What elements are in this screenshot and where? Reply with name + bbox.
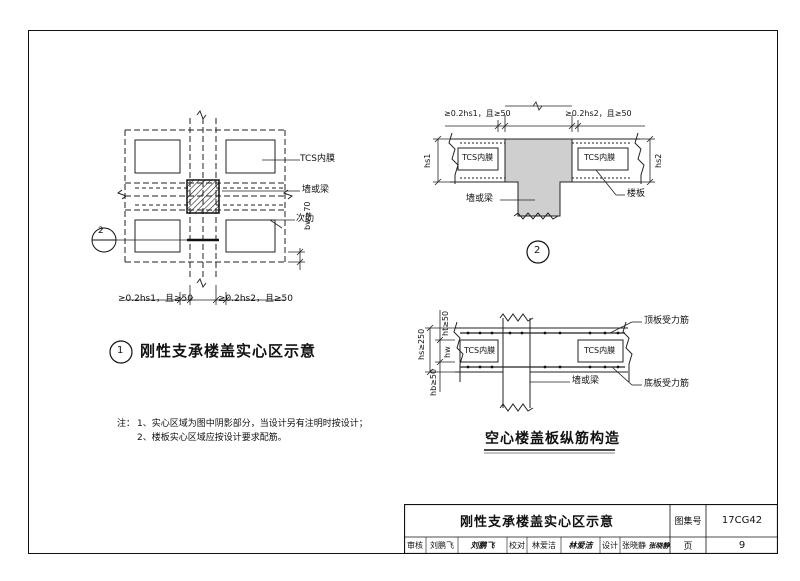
d1-title: 刚性支承楼盖实心区示意 [140,342,317,360]
tb-design-label: 设计 [602,541,618,550]
d3-ht: ht≥50 [441,310,450,336]
title-block: 刚性支承楼盖实心区示意 图集号 17CG42 审核 刘鹏飞 刘鹏飞 校对 林爱洁… [404,504,778,554]
d1-tcs-label: TCS内膜 [300,154,335,164]
d3-hb: hb≥50 [429,368,438,396]
d2-hs1: hs1 [423,153,432,168]
d2-hs2: hs2 [654,153,663,168]
d3-tcs-right: TCS内膜 [584,346,616,355]
tb-review-signature: 刘鹏飞 [470,540,495,550]
d1-section-marker-number: 2 [98,226,104,236]
tb-atlas-value: 17CG42 [721,515,763,526]
tb-review-label: 审核 [407,541,423,550]
d1-wall-beam-label: 墙或梁 [302,185,330,195]
d2-dim-right: ≥0.2hs2，且≥50 [565,109,632,118]
d3-wall-beam-label: 墙或梁 [572,376,600,386]
d3-tcs-left: TCS内膜 [464,346,496,355]
d2-wall-beam-label: 墙或梁 [466,194,494,204]
d3-hs: hs≥250 [417,328,426,360]
d2-number: 2 [534,245,541,256]
d1-bw-label: bw≥70 [303,201,312,230]
d3-title: 空心楼盖板纵筋构造 [485,431,620,447]
tb-page-value: 9 [738,540,746,551]
d3-top-rebar: 顶板受力筋 [644,316,690,326]
d1-dim-right: ≥0.2hs2，且≥50 [218,294,293,304]
d3-hw: hw [443,346,452,358]
tb-check-signature: 林爱洁 [568,540,593,550]
tb-review-name: 刘鹏飞 [430,541,454,550]
tb-design-name: 张晓静 [622,541,646,550]
d1-callout-number: 1 [117,345,124,356]
tb-page-label: 页 [683,542,693,552]
d2-tcs-right: TCS内膜 [584,153,616,162]
notes-prefix: 注： [117,419,136,429]
notes-line-2: 2、楼板实心区域应按设计要求配筋。 [137,433,287,443]
notes-line-1: 1、实心区域为图中阴影部分，当设计另有注明时按设计； [137,419,368,429]
d3-bottom-rebar: 底板受力筋 [644,379,690,389]
drawing-frame [28,30,778,554]
d1-rib-label: 次肋 [296,214,315,224]
tb-check-label: 校对 [509,541,525,550]
d2-dim-left: ≥0.2hs1，且≥50 [444,109,511,118]
tb-design-signature: 张晓静 [648,540,670,550]
d2-slab-label: 楼板 [627,189,646,199]
tb-drawing-title: 刚性支承楼盖实心区示意 [459,515,614,530]
tb-atlas-label: 图集号 [674,517,702,527]
d2-tcs-left: TCS内膜 [462,153,494,162]
tb-check-name: 林爱洁 [532,541,556,550]
d1-dim-left: ≥0.2hs1，且≥50 [118,294,193,304]
